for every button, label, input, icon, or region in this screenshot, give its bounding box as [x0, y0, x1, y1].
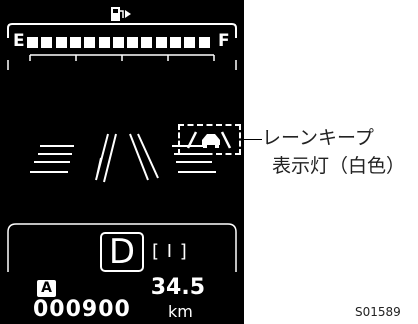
fuel-gauge-frame	[7, 23, 237, 70]
fuel-segment	[27, 37, 38, 48]
fuel-segment	[141, 37, 153, 48]
fuel-segment	[170, 37, 181, 48]
fuel-segment	[69, 37, 81, 48]
lane-keep-indicator	[178, 124, 241, 155]
odometer-value: 000900	[33, 297, 131, 322]
fuel-segment	[184, 37, 196, 48]
fuel-empty-label: E	[13, 31, 25, 51]
gear-position-indicator: D	[100, 232, 144, 272]
callout-line-1: レーンキープ	[262, 127, 374, 149]
fuel-segment	[127, 37, 139, 48]
fuel-full-label: F	[218, 31, 230, 51]
callout-label: レーンキープ 表示灯（白色）	[262, 124, 405, 180]
fuel-segment	[55, 37, 67, 48]
fuel-segment	[98, 37, 110, 48]
shift-indicator: [ I ]	[152, 241, 188, 262]
fuel-segment	[112, 37, 124, 48]
odometer-unit: km	[168, 302, 193, 321]
callout-leader-line	[241, 139, 262, 140]
fuel-segment	[198, 37, 210, 48]
fuel-segment	[155, 37, 167, 48]
trip-a-badge: A	[37, 280, 56, 297]
trip-meter-value: 34.5	[150, 275, 205, 300]
fuel-segment	[84, 37, 96, 48]
fuel-segment	[41, 37, 53, 48]
instrument-display: E F D [ I ] A 34.5 000900 km	[0, 0, 244, 324]
callout-line-2: 表示灯（白色）	[272, 155, 406, 177]
lane-departure-icon	[186, 131, 232, 149]
fuel-pump-icon	[111, 7, 131, 21]
figure-code: S01589	[355, 305, 401, 319]
road-lanes-graphic	[7, 133, 237, 272]
